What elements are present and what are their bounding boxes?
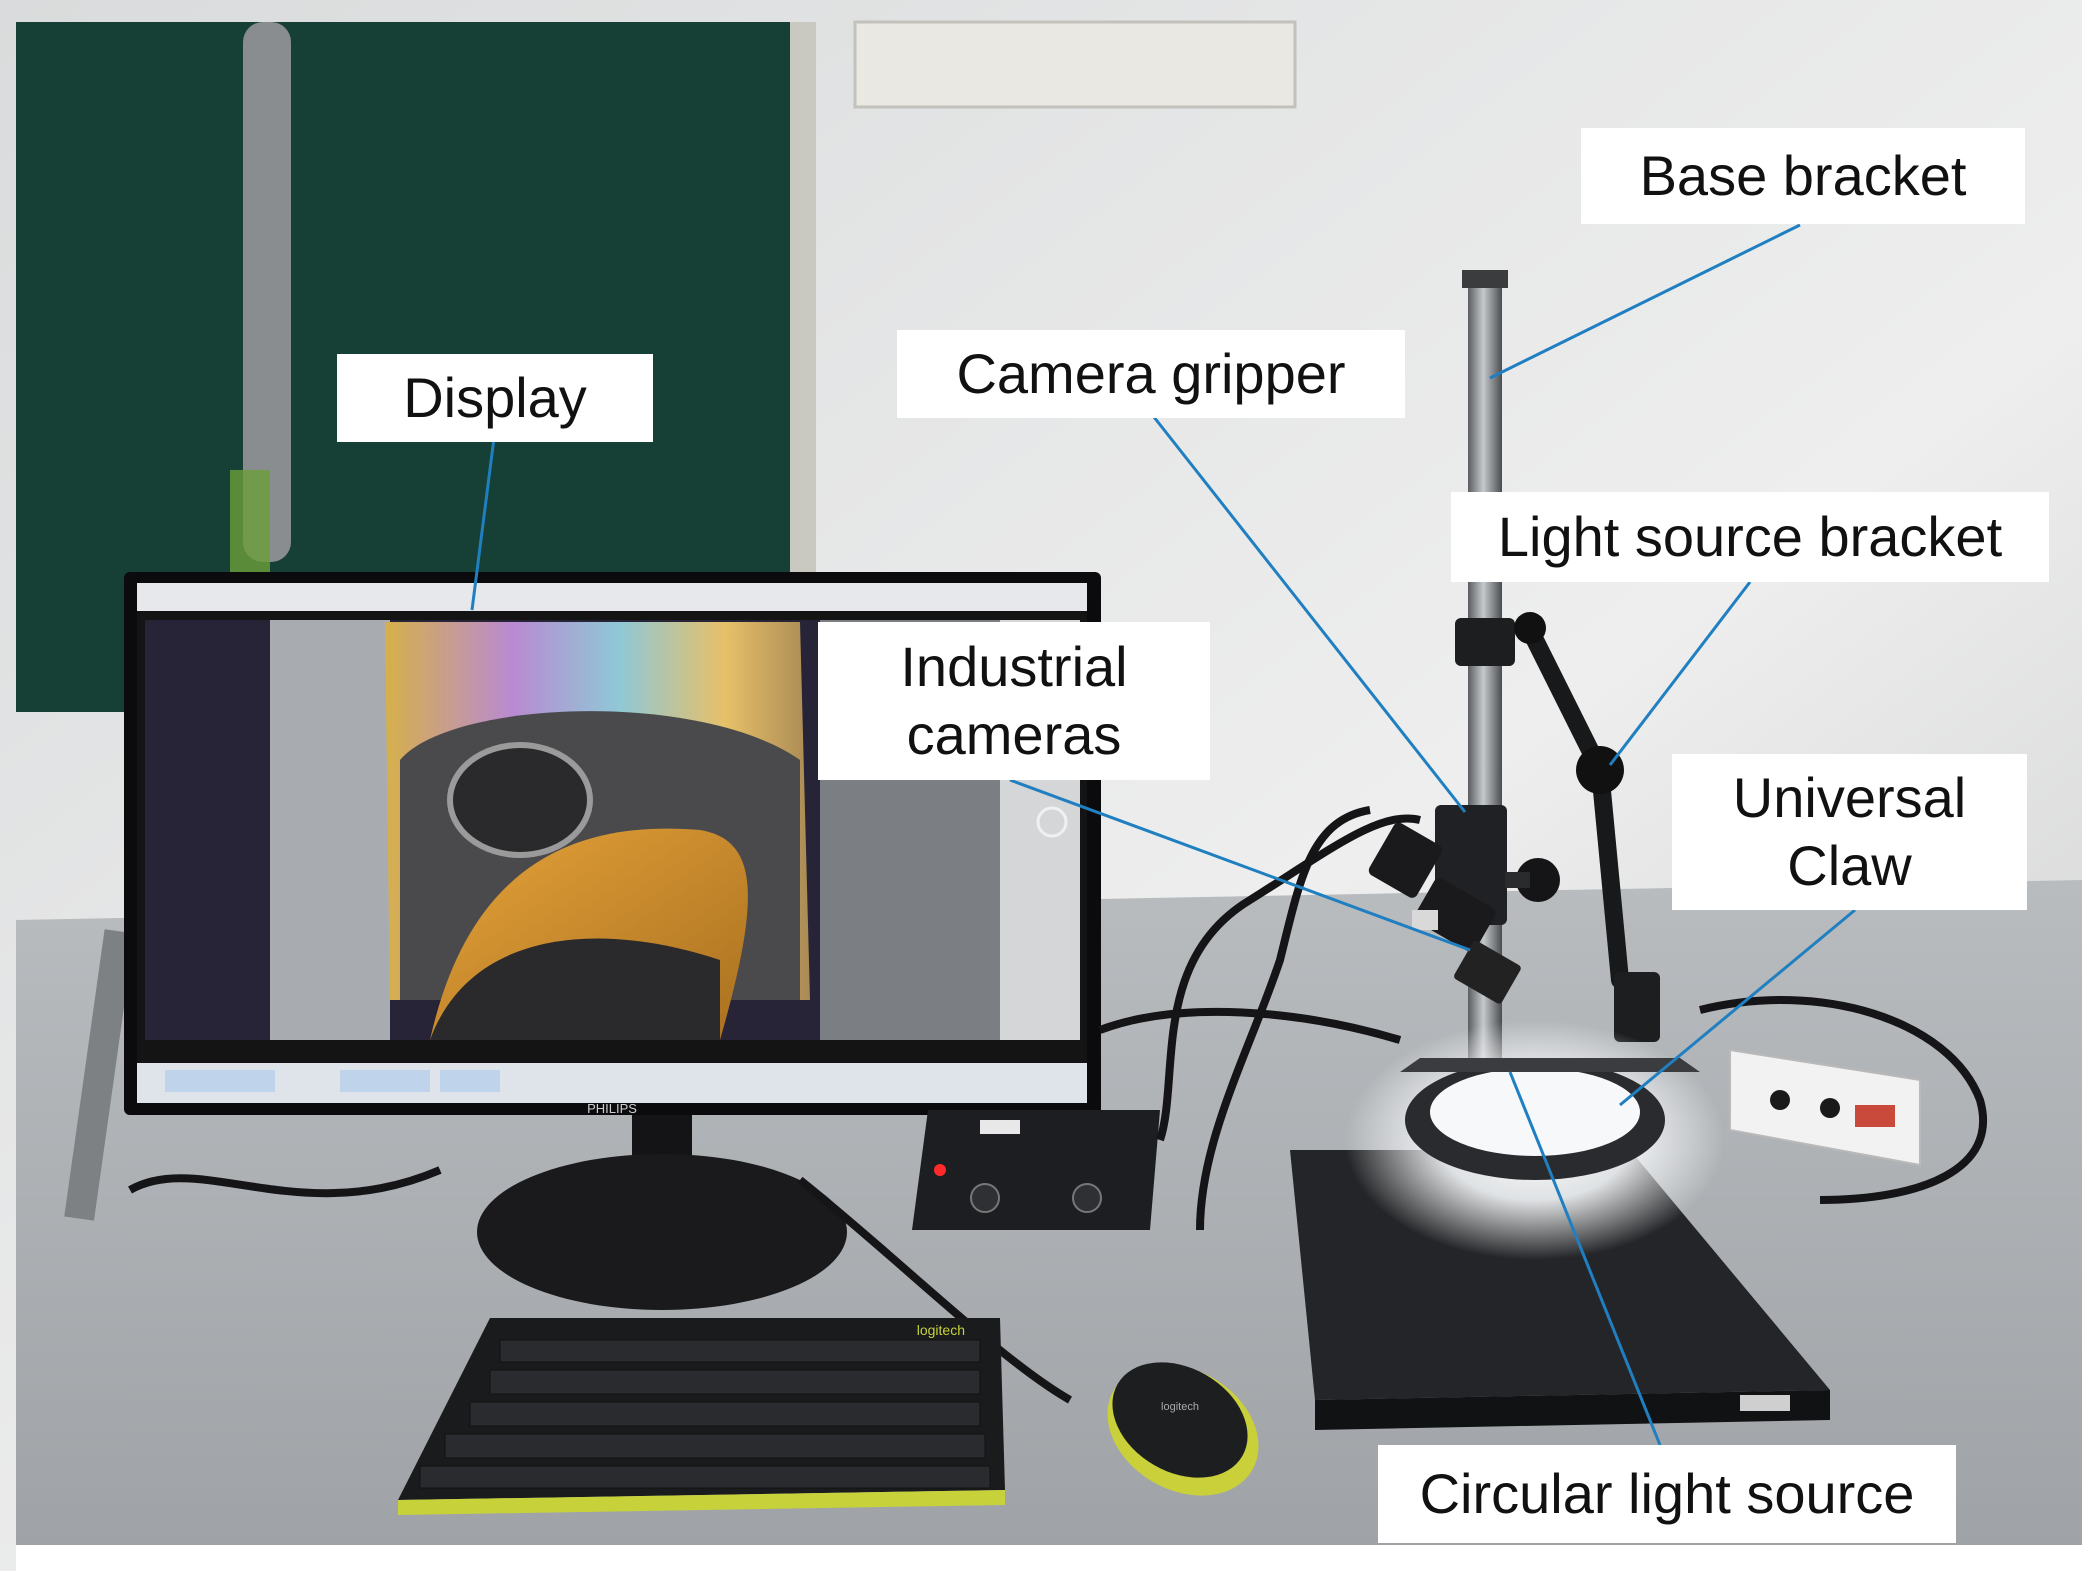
label-display: Display	[337, 354, 653, 442]
label-industrial-cameras: Industrial cameras	[818, 622, 1210, 780]
circular-light-source	[1345, 1020, 1725, 1260]
base-bracket-pole	[1468, 270, 1502, 1140]
svg-text:logitech: logitech	[917, 1322, 965, 1338]
label-light-source-bracket: Light source bracket	[1451, 492, 2049, 582]
label-circular-light-source: Circular light source	[1378, 1445, 1956, 1543]
label-universal-claw: Universal Claw	[1672, 754, 2027, 910]
svg-text:PHILIPS: PHILIPS	[587, 1101, 637, 1116]
label-camera-gripper: Camera gripper	[897, 330, 1405, 418]
svg-text:logitech: logitech	[1161, 1401, 1199, 1413]
wall-panel	[853, 20, 1297, 109]
controller-box	[912, 1110, 1160, 1230]
mouse: logitech	[1107, 1362, 1259, 1496]
gray-pole	[243, 22, 291, 562]
label-base-bracket: Base bracket	[1581, 128, 2025, 224]
keyboard: logitech	[398, 1318, 1005, 1515]
